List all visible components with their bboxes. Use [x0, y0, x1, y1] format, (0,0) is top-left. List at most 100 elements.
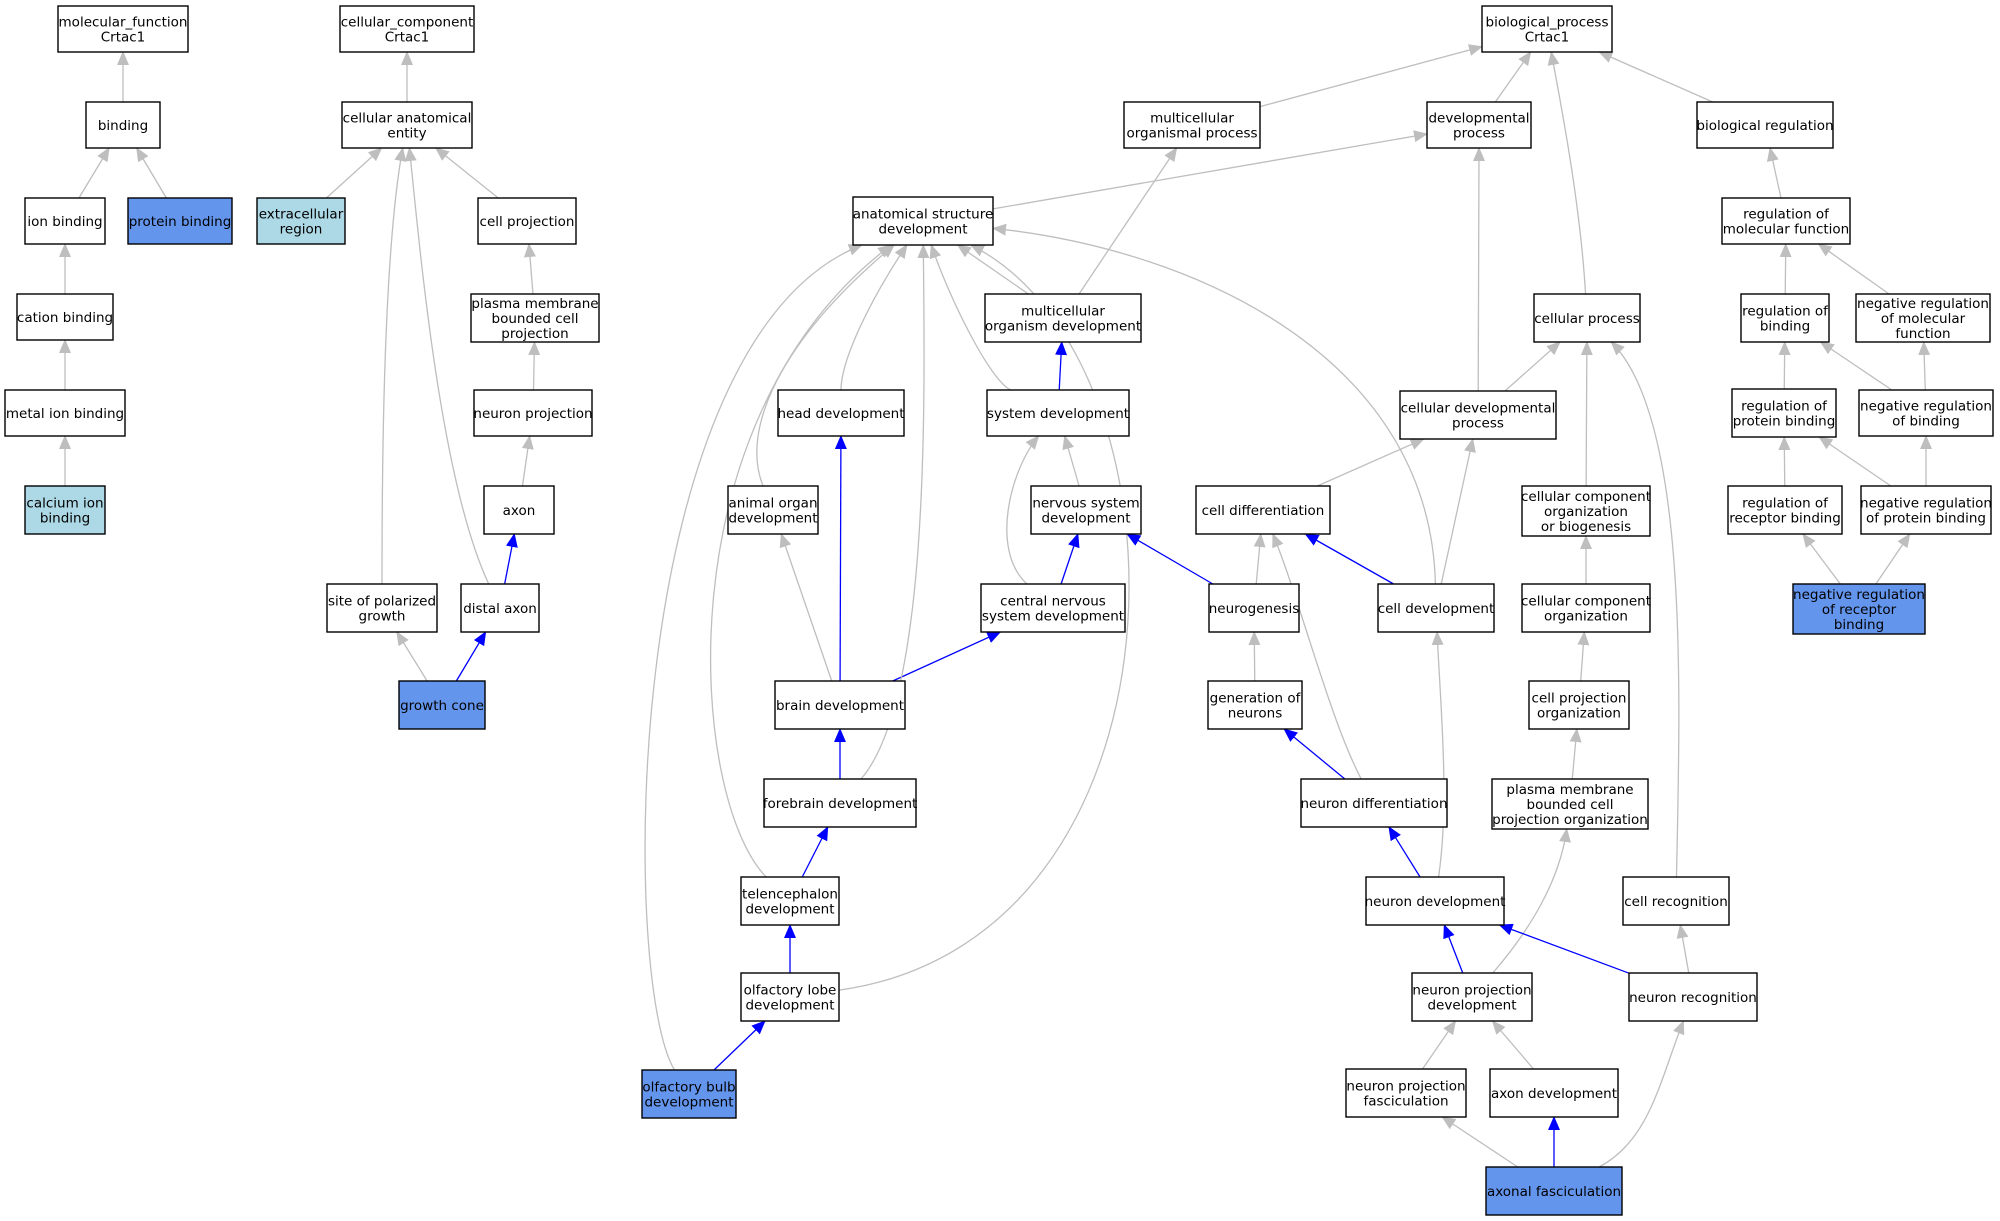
node-growth-cone[interactable]: growth cone	[398, 680, 486, 730]
node-label-line: binding	[98, 118, 148, 134]
node-label-line: regulation of	[1742, 496, 1829, 512]
node-box	[1860, 485, 1992, 535]
edge-neuron-recognition-to-cell-recognition	[1676, 924, 1690, 974]
node-axon[interactable]: axon	[483, 485, 555, 535]
node-box	[256, 197, 346, 245]
node-label-line: cellular developmental	[1401, 401, 1556, 417]
node-label-line: entity	[387, 126, 426, 142]
node-biological-regulation[interactable]: biological regulation	[1696, 101, 1834, 149]
node-protein-binding[interactable]: protein binding	[127, 197, 233, 245]
node-label-line: cellular component	[1521, 594, 1651, 610]
node-label-line: cell recognition	[1624, 894, 1728, 910]
edge-distal-axon-to-axon	[504, 533, 518, 585]
node-neuron-recognition[interactable]: neuron recognition	[1628, 972, 1758, 1022]
node-brain-development[interactable]: brain development	[774, 680, 906, 730]
node-system-development[interactable]: system development	[986, 389, 1130, 437]
node-label-line: biological_process	[1486, 15, 1609, 31]
node-cation-binding[interactable]: cation binding	[16, 293, 114, 341]
node-label-line: development	[745, 902, 834, 918]
edge-negative-regulation-of-binding-to-regulation-of-binding	[1819, 341, 1893, 391]
node-box	[1411, 972, 1533, 1022]
node-label-line: extracellular	[259, 207, 344, 223]
edge-cell-projection-organization-to-cellular-component-organization	[1577, 631, 1590, 682]
node-cellular-process[interactable]: cellular process	[1533, 293, 1641, 343]
node-box	[1345, 1068, 1467, 1118]
node-neuron-projection[interactable]: neuron projection	[473, 389, 593, 437]
edge-generation-of-neurons-to-neurogenesis	[1248, 631, 1261, 682]
node-axonal-fasciculation[interactable]: axonal fasciculation	[1485, 1166, 1623, 1216]
node-ion-binding[interactable]: ion binding	[24, 197, 106, 245]
node-neuron-development[interactable]: neuron development	[1365, 876, 1506, 926]
node-label-line: molecular function	[1723, 222, 1849, 238]
node-box	[740, 972, 840, 1022]
node-box	[984, 293, 1142, 343]
node-box	[1628, 972, 1758, 1022]
node-head-development[interactable]: head development	[777, 389, 905, 437]
edge-animal-organ-development-to-anatomical-structure-development	[756, 244, 895, 487]
node-cell-differentiation[interactable]: cell differentiation	[1195, 485, 1331, 535]
node-label-line: negative regulation	[1793, 587, 1925, 603]
edge-nervous-system-development-to-system-development	[1062, 435, 1080, 487]
node-label-line: growth	[359, 609, 406, 625]
node-label-line: receptor binding	[1729, 511, 1841, 527]
node-neuron-differentiation[interactable]: neuron differentiation	[1300, 778, 1448, 828]
node-forebrain-development[interactable]: forebrain development	[763, 778, 918, 828]
node-label-line: Crtac1	[101, 30, 146, 46]
node-label-line: site of polarized	[328, 594, 436, 610]
node-cell-projection[interactable]: cell projection	[477, 197, 577, 245]
node-distal-axon[interactable]: distal axon	[460, 583, 540, 633]
node-label-line: development	[1427, 998, 1516, 1014]
node-label-line: development	[728, 511, 817, 527]
edge-multicellular-organism-development-to-anatomical-structure-development	[956, 244, 1029, 295]
edge-cell-development-to-cell-differentiation	[1304, 533, 1394, 585]
node-neurogenesis[interactable]: neurogenesis	[1208, 583, 1300, 633]
node-label-line: growth cone	[400, 698, 484, 714]
edge-central-nervous-system-development-to-nervous-system-development	[1060, 533, 1080, 585]
node-box	[1377, 583, 1495, 633]
node-label-line: axon	[503, 503, 536, 519]
node-cell-development[interactable]: cell development	[1377, 583, 1495, 633]
edge-negative-regulation-of-binding-to-negative-regulation-of-molecular-function	[1918, 341, 1931, 391]
node-metal-ion-binding[interactable]: metal ion binding	[4, 389, 126, 437]
node-binding[interactable]: binding	[85, 101, 161, 149]
node-box	[777, 389, 905, 437]
node-axon-development[interactable]: axon development	[1489, 1068, 1619, 1118]
node-label-line: regulation of	[1743, 207, 1830, 223]
edge-telencephalon-development-to-anatomical-structure-development	[709, 244, 893, 878]
node-cell-recognition[interactable]: cell recognition	[1622, 876, 1730, 926]
